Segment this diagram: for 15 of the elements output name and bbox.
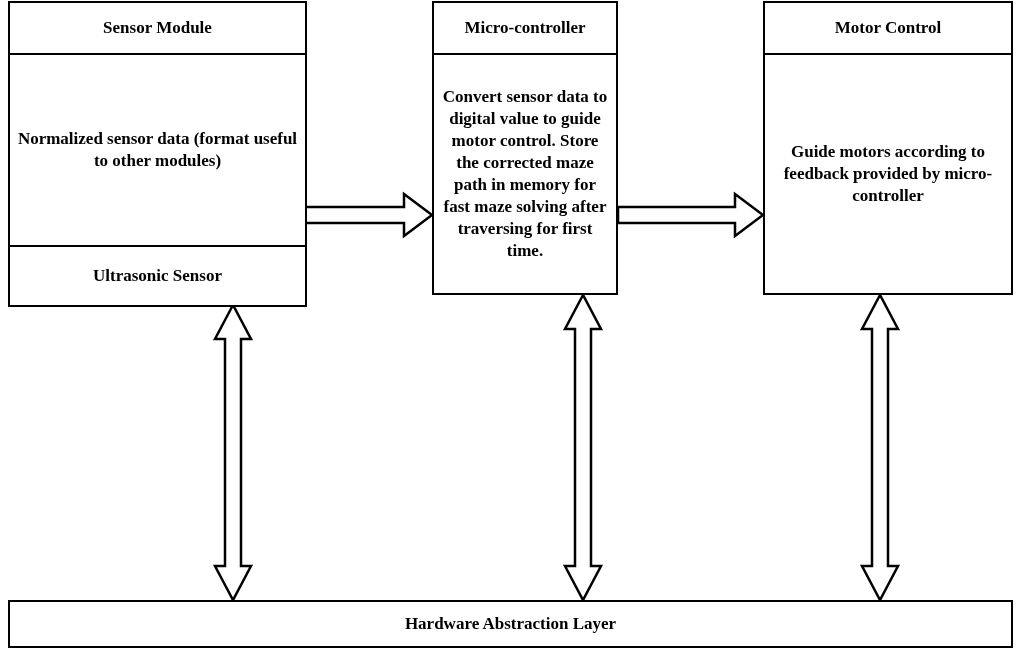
section-label: Normalized sensor data (format useful to other modules) [16, 128, 299, 172]
block-arrow [616, 191, 766, 239]
double-arrow [562, 292, 604, 603]
module-box [763, 1, 1013, 295]
double-arrow [859, 292, 901, 603]
module-title: Micro-controller [464, 17, 586, 39]
module-box [432, 1, 618, 295]
module-title: Sensor Module [103, 17, 212, 39]
module-box [8, 1, 307, 307]
section-label: Ultrasonic Sensor [93, 265, 222, 287]
section-label: Hardware Abstraction Layer [404, 613, 617, 635]
layer-box [8, 600, 1013, 648]
module-description: Convert sensor data to digital value to guide motor control. Store the corrected maze path in memory for fast maze solving after traversing for first time. [441, 86, 609, 262]
module-title: Motor Control [834, 17, 942, 39]
module-description: Guide motors according to feedback provided by micro-controller [782, 141, 994, 207]
